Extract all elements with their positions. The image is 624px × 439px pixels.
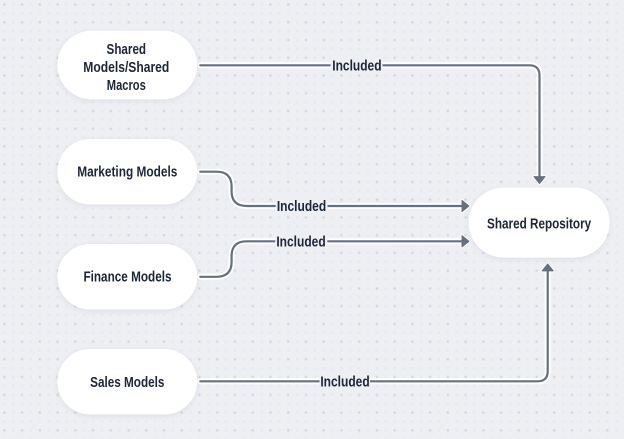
svg-text:Macros: Macros [107, 78, 146, 94]
svg-text:Included: Included [277, 199, 326, 215]
svg-text:Marketing Models: Marketing Models [77, 164, 177, 180]
svg-text:Models/Shared: Models/Shared [83, 60, 169, 76]
svg-text:Included: Included [332, 59, 381, 75]
svg-text:Finance Models: Finance Models [83, 269, 171, 285]
svg-text:Shared: Shared [107, 42, 147, 58]
svg-text:Shared Repository: Shared Repository [487, 217, 592, 233]
svg-text:Included: Included [276, 235, 325, 251]
svg-text:Included: Included [320, 375, 369, 391]
svg-text:Sales Models: Sales Models [90, 375, 164, 391]
